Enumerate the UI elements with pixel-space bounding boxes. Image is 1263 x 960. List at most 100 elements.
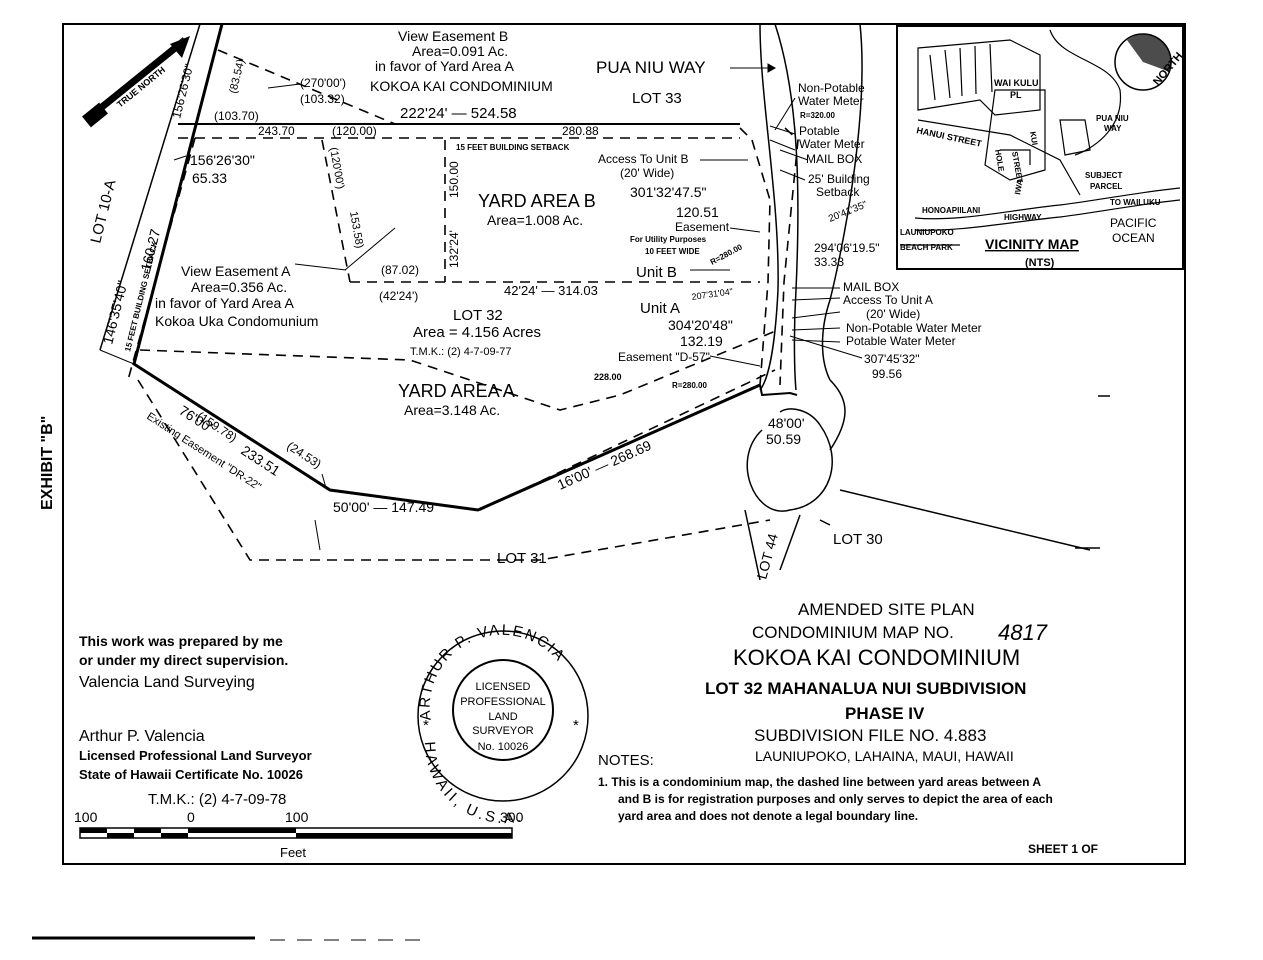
sheet-number: SHEET 1 OF <box>1028 842 1098 856</box>
seal-c2: PROFESSIONAL <box>460 696 546 708</box>
vm-to-wailuku: TO WAILUKU <box>1110 198 1161 207</box>
dist-243-70: 243.70 <box>258 124 295 138</box>
yard-area-b-title: YARD AREA B <box>478 191 596 211</box>
lot-33-label: LOT 33 <box>632 90 682 107</box>
surveyor-name: Arthur P. Valencia <box>79 728 205 745</box>
potable-top-2: Water Meter <box>799 137 865 151</box>
access-unit-a-1: Access To Unit A <box>843 293 933 307</box>
brg-207: 207'31'04" <box>691 286 734 302</box>
view-easement-b-area: Area=0.091 Ac. <box>412 43 508 59</box>
scale-0: 0 <box>187 809 195 825</box>
prepared-line-2: or under my direct supervision. <box>79 652 288 668</box>
easement-utility-1: Easement <box>675 220 730 234</box>
potable-top-1: Potable <box>799 124 840 138</box>
view-easement-a-label: View Easement A <box>181 263 291 279</box>
title-phase: PHASE IV <box>845 704 925 723</box>
dist-99-56: 99.56 <box>872 367 902 381</box>
view-easement-b-label: View Easement B <box>398 28 508 44</box>
r-280-b: R=280.00 <box>672 381 707 390</box>
yard-area-b-area: Area=1.008 Ac. <box>487 212 583 228</box>
unit-a-label: Unit A <box>640 300 680 317</box>
seal-star-right-icon: * <box>573 717 579 734</box>
vm-hole: HOLE <box>993 149 1006 173</box>
dist-24-53: (24.53) <box>284 439 324 471</box>
view-easement-a-kokoa-uka: Kokoa Uka Condomunium <box>155 313 318 329</box>
view-easement-b-favor: in favor of Yard Area A <box>375 58 514 74</box>
north-compass-icon <box>1127 34 1172 72</box>
vm-title: VICINITY MAP <box>985 236 1079 252</box>
dist-83-54: (83.54) <box>227 58 247 95</box>
vm-wai-kulu: WAI KULU <box>994 78 1039 88</box>
lot-32-label: LOT 32 <box>453 307 503 324</box>
sheet-border <box>62 23 1186 865</box>
building-setback-2: Setback <box>816 185 860 199</box>
surveyor-cert: State of Hawaii Certificate No. 10026 <box>79 767 303 782</box>
r-320: R=320.00 <box>800 111 835 120</box>
setback-15-top: 15 FEET BUILDING SETBACK <box>456 143 570 152</box>
lot-32-area: Area = 4.156 Acres <box>413 324 541 341</box>
lot-30-label: LOT 30 <box>833 531 883 548</box>
dist-228: 228.00 <box>594 372 622 382</box>
title-name: KOKOA KAI CONDOMINIUM <box>733 645 1020 670</box>
dist-132-19: 132.19 <box>680 333 723 349</box>
vm-subject-1: SUBJECT <box>1085 171 1122 180</box>
lot-10a-label: LOT 10-A <box>87 178 119 245</box>
brg-304: 304'20'48" <box>668 317 733 333</box>
yard-area-a-title: YARD AREA A <box>398 381 515 401</box>
brg-50-147: 50'00' — 147.49 <box>333 499 434 515</box>
notes-heading: NOTES: <box>598 752 654 769</box>
vm-ocean: OCEAN <box>1112 231 1155 245</box>
building-setback-1: 25' Building <box>808 172 870 186</box>
title-condo-map: CONDOMINIUM MAP NO. <box>752 623 954 642</box>
dist-120-51: 120.51 <box>676 204 719 220</box>
prepared-line-3: Valencia Land Surveying <box>79 674 255 691</box>
notes-line-2: and B is for registration purposes and o… <box>618 792 1053 806</box>
dist-103-32: (103.32) <box>300 92 345 106</box>
exhibit-label: EXHIBIT "B" <box>39 416 56 510</box>
vm-beach-park: BEACH PARK <box>900 243 953 252</box>
brg-42-314: 42'24' — 314.03 <box>504 283 598 298</box>
notes-line-3: yard area and does not denote a legal bo… <box>618 809 918 823</box>
brg-307: 307'45'32" <box>864 352 920 366</box>
dist-65-33: 65.33 <box>192 170 227 186</box>
vicinity-map-frame <box>896 25 1184 270</box>
seal-c1: LICENSED <box>475 681 530 693</box>
dist-280-88: 280.88 <box>562 124 599 138</box>
r-280-a: R=280.00 <box>709 242 745 267</box>
seal-c5: No. 10026 <box>478 741 529 753</box>
brg-270: (270'00') <box>300 76 346 90</box>
cul-de-sac <box>746 408 833 512</box>
dashed-lines <box>127 49 799 561</box>
access-unit-b-2: (20' Wide) <box>620 166 674 180</box>
lot-32-tmk: T.M.K.: (2) 4-7-09-77 <box>410 346 511 358</box>
scale-100-right: 100 <box>285 809 309 825</box>
notes-line-1: 1. This is a condominium map, the dashed… <box>598 775 1041 789</box>
brg-132-24: 132'24' <box>447 230 461 268</box>
title-condo-map-no: 4817 <box>998 620 1048 645</box>
brg-42-24: (42'24') <box>379 289 418 303</box>
title-file: SUBDIVISION FILE NO. 4.883 <box>754 726 986 745</box>
lot-31-label: LOT 31 <box>497 550 547 567</box>
easement-utility-3: 10 FEET WIDE <box>645 247 700 256</box>
vm-pl: PL <box>1010 90 1022 100</box>
vm-iwa: IWA <box>1013 179 1025 196</box>
brg-156-mid: 156'26'30" <box>190 152 255 168</box>
prepared-line-1: This work was prepared by me <box>79 633 283 649</box>
brg-301: 301'32'47.5" <box>630 184 707 200</box>
brg-294: 294'06'19.5" <box>814 241 880 255</box>
view-easement-a-area: Area=0.356 Ac. <box>191 279 287 295</box>
dist-50-59: 50.59 <box>766 431 801 447</box>
brg-20-41: 20'41'35" <box>827 199 869 225</box>
dist-103-70: (103.70) <box>214 109 259 123</box>
vm-launiupoko: LAUNIUPOKO <box>900 228 954 237</box>
vm-subject-2: PARCEL <box>1090 182 1122 191</box>
vm-pua-niu-1: PUA NIU <box>1096 114 1129 123</box>
north-arrow-icon <box>82 36 190 128</box>
scale-bar <box>79 827 513 839</box>
seal-star-left-icon: * <box>423 717 429 734</box>
kokoa-kai-top-label: KOKOA KAI CONDOMINIUM <box>370 78 553 94</box>
scale-unit: Feet <box>280 845 306 860</box>
pua-niu-way-label: PUA NIU WAY <box>596 58 706 77</box>
easement-d57: Easement "D-57" <box>618 350 710 364</box>
